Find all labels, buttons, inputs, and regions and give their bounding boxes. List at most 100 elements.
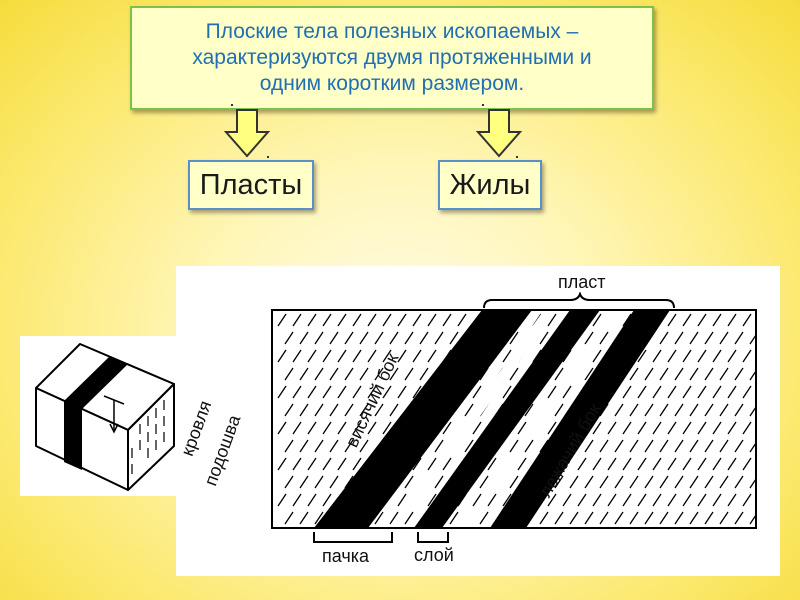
hatch-mark <box>659 367 669 381</box>
definition-line-2: характеризуются двумя протяженными и <box>192 46 592 69</box>
hatch-mark <box>599 475 609 489</box>
category-plasty: Пласты <box>188 160 314 210</box>
hatch-mark <box>562 349 572 363</box>
hatch-mark <box>644 403 654 417</box>
hatch-mark <box>637 421 647 435</box>
hatch-mark <box>622 421 632 435</box>
hatch-mark <box>652 349 662 363</box>
hatch-mark <box>382 385 392 399</box>
hatch-mark <box>584 475 594 489</box>
hatch-mark <box>659 439 669 453</box>
hatch-mark <box>322 493 332 507</box>
hatch-mark <box>614 439 624 453</box>
hatch-mark <box>284 511 294 525</box>
hatch-mark <box>689 511 699 525</box>
hatch-mark <box>599 439 609 453</box>
hatch-mark <box>644 475 654 489</box>
hatch-mark <box>674 331 684 345</box>
hatch-mark <box>727 421 737 435</box>
hatch-mark <box>337 385 347 399</box>
hatch-mark <box>487 457 497 471</box>
hatch-mark <box>689 367 699 381</box>
hatch-mark <box>667 313 677 327</box>
hatch-mark <box>697 421 707 435</box>
hatch-mark <box>637 385 647 399</box>
hatch-mark <box>404 511 414 525</box>
hatch-mark <box>758 386 760 398</box>
hatch-mark <box>337 457 347 471</box>
category-zhily: Жилы <box>438 160 542 210</box>
hatch-mark <box>734 439 744 453</box>
hatch-mark <box>599 403 609 417</box>
hatch-mark <box>697 313 707 327</box>
hatch-mark <box>584 511 594 525</box>
hatch-mark <box>367 349 377 363</box>
bottom-brackets <box>313 532 449 543</box>
hatch-mark <box>397 385 407 399</box>
hatch-mark <box>577 493 587 507</box>
hatch-mark <box>584 367 594 381</box>
hatch-mark <box>404 331 414 345</box>
hatch-mark <box>337 421 347 435</box>
hatch-mark <box>749 441 756 453</box>
hatch-mark <box>314 475 324 489</box>
hatch-mark <box>758 458 760 470</box>
hatch-mark <box>667 349 677 363</box>
hatch-mark <box>704 331 714 345</box>
hatch-mark <box>607 457 617 471</box>
hatch-mark <box>652 421 662 435</box>
hatch-mark <box>344 475 354 489</box>
hatch-mark <box>449 511 459 525</box>
hatch-mark <box>562 493 572 507</box>
hatch-mark <box>284 367 294 381</box>
hatch-mark <box>307 349 317 363</box>
hatch-mark <box>667 385 677 399</box>
hatch-mark <box>412 385 422 399</box>
hatch-mark <box>382 421 392 435</box>
hatch-mark <box>592 313 602 327</box>
hatch-mark <box>652 385 662 399</box>
hatch-mark <box>307 313 317 327</box>
hatch-mark <box>554 403 564 417</box>
hatch-mark <box>539 439 549 453</box>
hatch-mark <box>607 493 617 507</box>
hatch-mark <box>644 367 654 381</box>
hatch-mark <box>682 457 692 471</box>
hatch-mark <box>509 367 519 381</box>
hatch-mark <box>734 511 744 525</box>
marker-dot <box>482 104 484 106</box>
hatch-mark <box>307 457 317 471</box>
marker-dot <box>231 104 233 106</box>
hatch-mark <box>322 385 332 399</box>
hatch-mark <box>712 457 722 471</box>
hatch-mark <box>464 403 474 417</box>
hatch-mark <box>727 349 737 363</box>
hatch-mark <box>742 313 752 327</box>
hatch-mark <box>719 511 729 525</box>
hatch-mark <box>742 421 752 435</box>
hatch-mark <box>517 421 527 435</box>
hatch-mark <box>299 367 309 381</box>
hatch-mark <box>554 475 564 489</box>
hatch-mark <box>322 457 332 471</box>
hatch-mark <box>292 421 302 435</box>
marker-dot <box>516 156 518 158</box>
hatch-mark <box>509 475 519 489</box>
hatch-mark <box>727 385 737 399</box>
hatch-mark <box>442 421 452 435</box>
hatch-mark <box>674 367 684 381</box>
hatch-mark <box>329 439 339 453</box>
hatch-mark <box>569 475 579 489</box>
hatch-mark <box>577 457 587 471</box>
hatch-mark <box>404 475 414 489</box>
hatch-mark <box>277 349 287 363</box>
hatch-mark <box>397 349 407 363</box>
hatch-mark <box>719 331 729 345</box>
hatch-mark <box>689 403 699 417</box>
hatch-mark <box>277 313 287 327</box>
hatch-mark <box>674 403 684 417</box>
hatch-mark <box>502 493 512 507</box>
hatch-mark <box>667 457 677 471</box>
hatch-mark <box>547 385 557 399</box>
hatch-mark <box>667 421 677 435</box>
